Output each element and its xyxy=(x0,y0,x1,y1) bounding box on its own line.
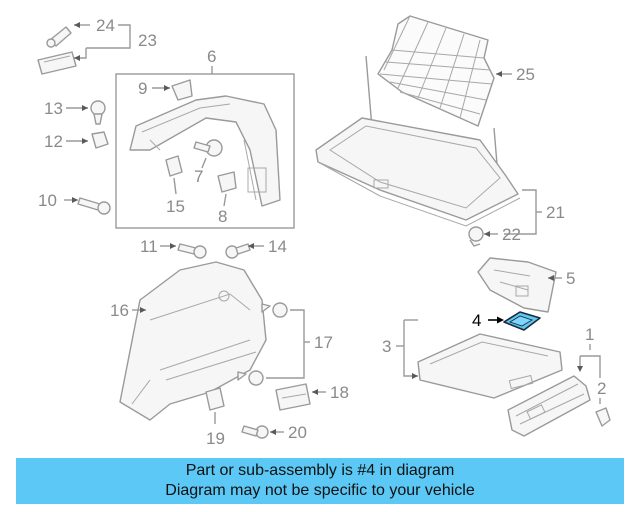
part-21-cargo-cover[interactable] xyxy=(315,117,521,227)
part-11-screw[interactable] xyxy=(177,243,207,259)
callout-1: 1 xyxy=(585,325,594,344)
part-5-bracket[interactable] xyxy=(477,257,557,313)
part-23-lamp-housing[interactable] xyxy=(37,51,77,75)
part-7-fastener[interactable] xyxy=(193,139,223,157)
part-15-clip[interactable] xyxy=(165,155,183,177)
part-17-clip-upper[interactable] xyxy=(261,302,288,318)
callout-5: 5 xyxy=(566,269,575,288)
parts-diagram: 24 23 13 12 10 6 9 7 15 xyxy=(37,15,611,448)
part-2-clip[interactable] xyxy=(595,407,611,427)
callout-4: 4 xyxy=(472,311,481,330)
callout-9: 9 xyxy=(138,79,147,98)
part-6-pillar-trim[interactable] xyxy=(129,95,281,207)
callout-8: 8 xyxy=(218,207,227,226)
part-22-hook[interactable] xyxy=(468,226,484,247)
callout-7: 7 xyxy=(194,167,203,186)
banner-line-1: Part or sub-assembly is #4 in diagram xyxy=(185,462,455,479)
callout-18: 18 xyxy=(330,383,349,402)
callout-11: 11 xyxy=(140,237,158,256)
callout-20: 20 xyxy=(288,423,307,442)
callout-14: 14 xyxy=(268,237,287,256)
info-banner: Part or sub-assembly is #4 in diagram Di… xyxy=(16,458,624,504)
part-4-pad-highlighted[interactable] xyxy=(503,311,541,331)
part-20-screw[interactable] xyxy=(241,425,269,439)
part-25-cargo-net[interactable] xyxy=(365,15,499,177)
callout-15: 15 xyxy=(166,197,185,216)
part-17-clip-lower[interactable] xyxy=(237,370,264,386)
callout-12: 12 xyxy=(44,132,63,151)
part-8-bracket[interactable] xyxy=(217,171,237,193)
part-14-screw[interactable] xyxy=(225,243,251,259)
part-16-quarter-trim-panel[interactable] xyxy=(119,261,267,421)
group-box-6 xyxy=(115,73,295,229)
callout-17: 17 xyxy=(314,333,333,352)
callout-25: 25 xyxy=(516,65,535,84)
callout-13: 13 xyxy=(44,99,63,118)
callout-24: 24 xyxy=(96,16,115,35)
callout-10: 10 xyxy=(38,191,57,210)
banner-line-2: Diagram may not be specific to your vehi… xyxy=(165,482,475,499)
callout-3: 3 xyxy=(382,337,391,356)
part-10-bolt[interactable] xyxy=(77,197,111,215)
callout-23: 23 xyxy=(138,31,157,50)
callout-19: 19 xyxy=(206,429,225,448)
part-24-bulb[interactable] xyxy=(46,26,72,48)
callout-6: 6 xyxy=(207,47,216,66)
callout-21: 21 xyxy=(546,203,565,222)
part-12-nut[interactable] xyxy=(91,131,109,149)
bracket-23 xyxy=(86,24,131,49)
part-18-retainer[interactable] xyxy=(275,383,311,411)
callout-2: 2 xyxy=(597,379,606,398)
part-9-clip[interactable] xyxy=(171,79,193,101)
callout-22: 22 xyxy=(502,225,521,244)
part-3-floor-board[interactable] xyxy=(417,333,563,399)
part-13-clip[interactable] xyxy=(90,100,106,125)
part-19-cover[interactable] xyxy=(205,387,225,411)
callout-16: 16 xyxy=(110,301,129,320)
part-1-sill-plate[interactable] xyxy=(507,375,591,437)
